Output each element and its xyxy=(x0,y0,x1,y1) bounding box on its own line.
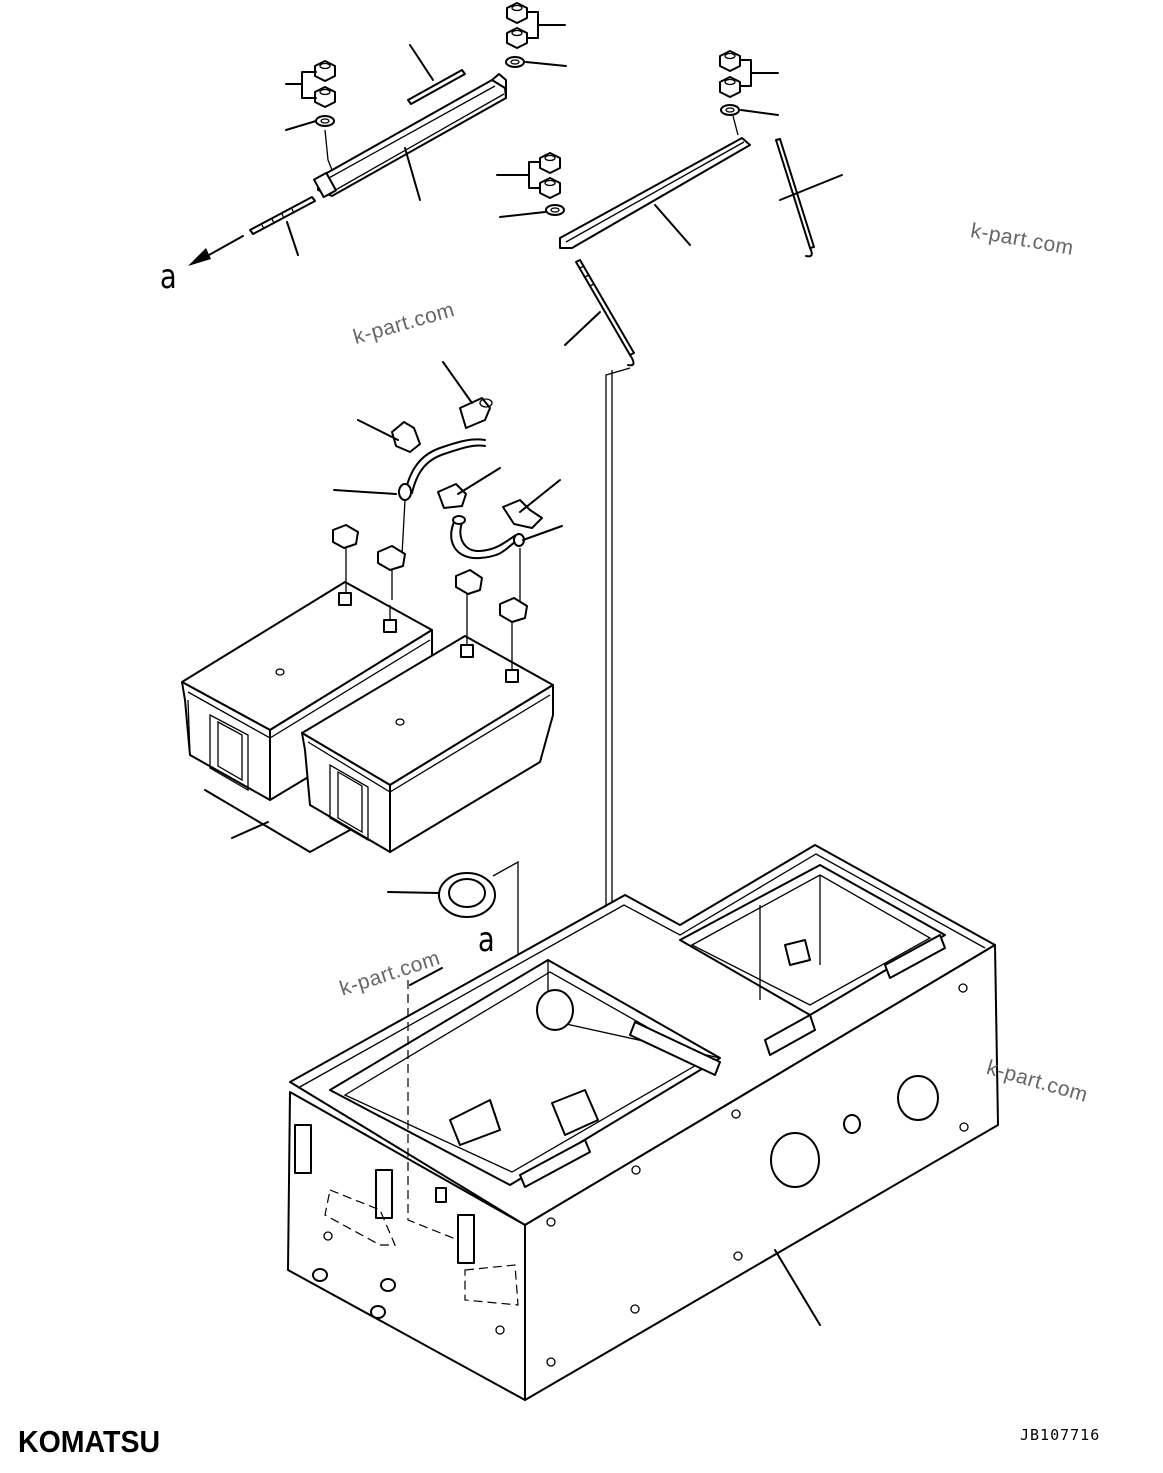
nut-lower-left xyxy=(314,86,336,108)
battery-cables xyxy=(333,361,563,610)
battery-leader xyxy=(204,789,351,853)
nut-upper-left xyxy=(314,60,336,82)
battery-box xyxy=(287,844,999,1401)
right-holddown-assembly xyxy=(496,50,843,367)
left-holddown-assembly xyxy=(188,44,507,266)
komatsu-logo: KOMATSU xyxy=(18,1424,161,1459)
body-leader xyxy=(774,1249,821,1326)
washer-left xyxy=(315,115,335,127)
nuts-top-middle xyxy=(505,2,567,68)
callout-a-lower: a xyxy=(478,920,495,960)
drawing-code: JB107716 xyxy=(1020,1426,1101,1444)
battery-right xyxy=(301,569,554,853)
callout-a-top: a xyxy=(160,257,177,297)
